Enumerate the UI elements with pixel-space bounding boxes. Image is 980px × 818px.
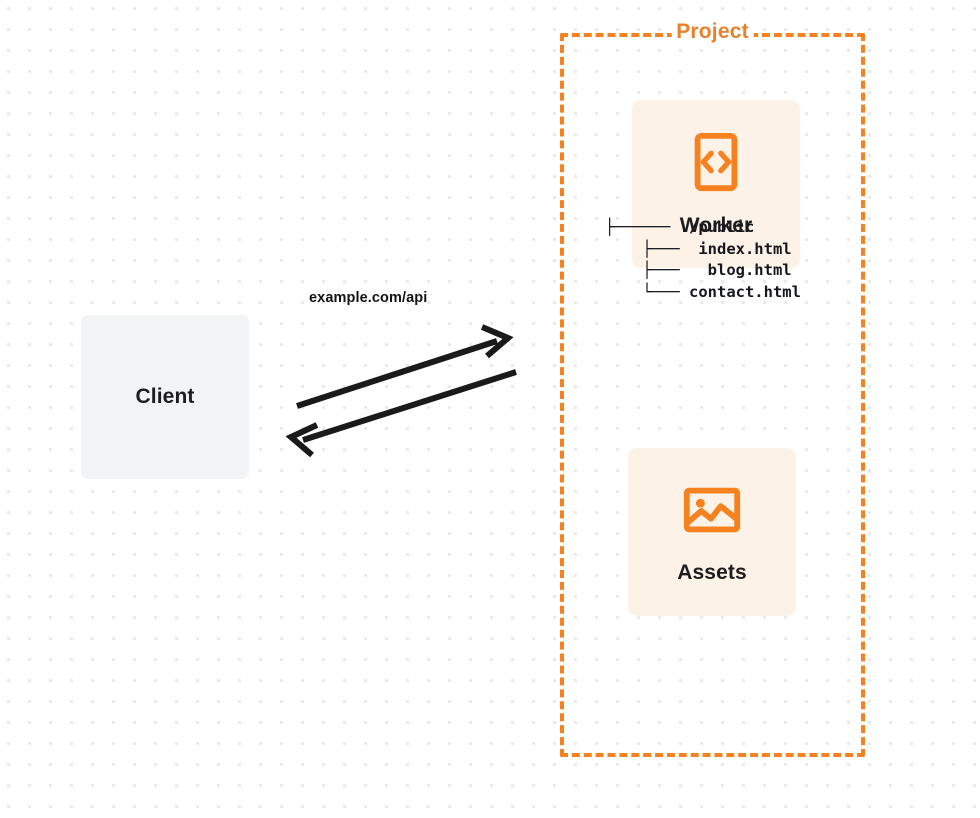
node-client[interactable]: Client bbox=[81, 315, 249, 479]
arrow-project-to-client bbox=[285, 369, 517, 458]
node-worker[interactable]: Worker bbox=[632, 100, 800, 268]
node-assets-label: Assets bbox=[677, 561, 747, 584]
arrow-client-to-project bbox=[296, 324, 514, 409]
edge-label-example-api: example.com/api bbox=[309, 290, 428, 306]
assets-file-tree: ├────── ./public ├─── index.html ├─── bl… bbox=[605, 217, 801, 303]
node-assets[interactable]: Assets bbox=[628, 448, 796, 616]
group-project-label: Project bbox=[671, 20, 754, 44]
node-client-label: Client bbox=[135, 385, 195, 408]
file-tree-lines: ├────── ./public ├─── index.html ├─── bl… bbox=[605, 218, 801, 301]
image-icon bbox=[683, 487, 741, 533]
code-brackets-icon bbox=[694, 132, 738, 191]
group-project: Project Worker Assets ├────── ./public ├… bbox=[560, 20, 865, 757]
node-worker-label: Worker bbox=[679, 213, 753, 237]
